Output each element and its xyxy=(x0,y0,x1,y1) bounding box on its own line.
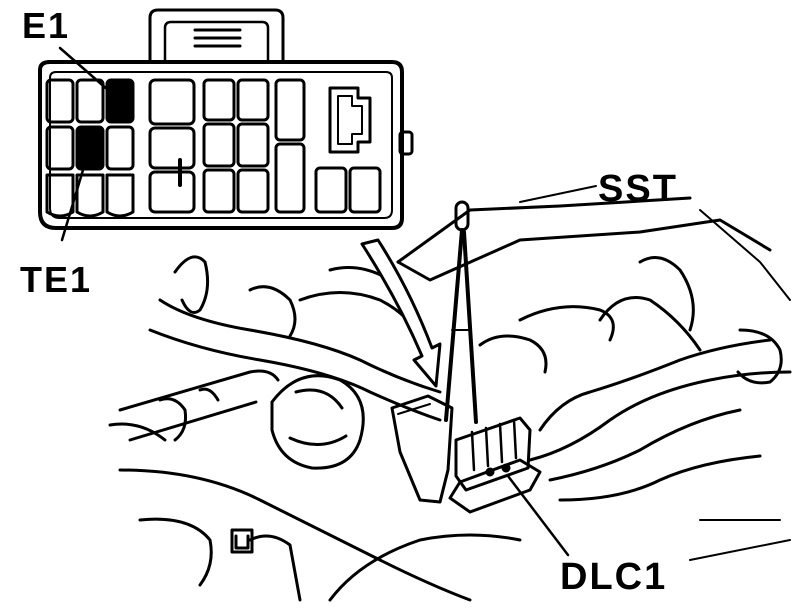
engine-bay-illustration xyxy=(108,196,792,602)
label-te1: TE1 xyxy=(20,259,93,300)
insertion-arrow xyxy=(360,238,442,388)
label-sst: SST xyxy=(598,168,678,210)
connector-face xyxy=(38,8,414,242)
label-e1: E1 xyxy=(22,5,71,46)
sst-tool xyxy=(444,185,597,424)
label-dlc1: DLC1 xyxy=(560,556,668,598)
dlc1-leader-line xyxy=(506,474,570,557)
